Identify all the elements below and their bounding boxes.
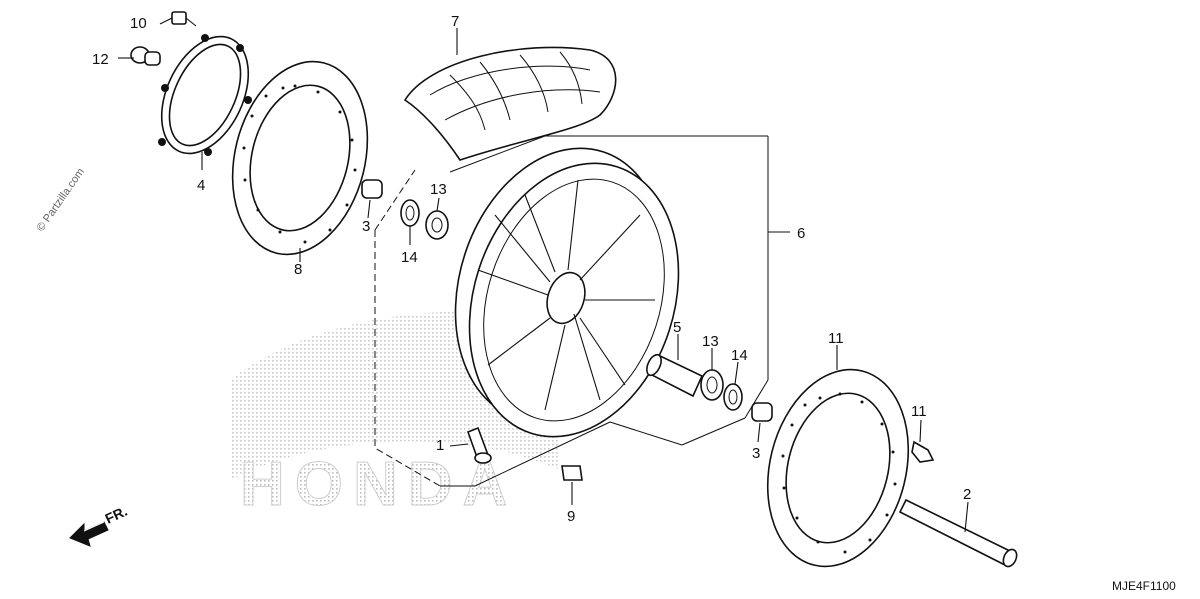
front-axle	[898, 498, 1018, 568]
valve-stem	[466, 426, 492, 464]
collar-3-right	[751, 402, 773, 422]
honda-watermark-text: HONDA	[240, 450, 517, 519]
balance-weight	[561, 465, 583, 481]
brake-disc-right	[766, 368, 910, 568]
distance-collar	[646, 353, 704, 398]
callout-14-right: 14	[731, 347, 748, 364]
callout-11-right: 11	[911, 403, 927, 420]
callout-14-left: 14	[401, 249, 418, 266]
collar-3-left	[361, 179, 383, 199]
assembly-outline	[374, 135, 790, 487]
callout-4: 4	[197, 177, 205, 194]
callout-8: 9	[567, 508, 575, 525]
hub-plate	[158, 34, 252, 156]
bolt-11-top	[171, 11, 197, 27]
callout-13-right: 13	[702, 333, 719, 350]
callout-3-left: 3	[362, 218, 370, 235]
front-label: FR.	[103, 503, 130, 527]
callout-7: 7	[451, 13, 459, 30]
bolt-12	[130, 46, 161, 66]
callout-labels: 10 12 4 8 3 14 13 7 6 5 13 14 3 1 9 11 1…	[92, 13, 971, 525]
callout-11-top: 10	[130, 15, 147, 32]
oil-seal-14-right	[723, 383, 743, 411]
callout-5: 5	[673, 319, 681, 336]
oil-seal-14-left	[400, 199, 420, 227]
tire	[403, 46, 617, 161]
diagram-code: MJE4F1100	[1112, 579, 1176, 593]
bearing-13-right	[700, 369, 724, 401]
partzilla-watermark: © Partzilla.com	[35, 166, 87, 234]
callout-3-right: 3	[752, 445, 760, 462]
callout-9: 8	[294, 261, 302, 278]
callout-10: 11	[828, 330, 844, 347]
callout-1: 1	[436, 437, 444, 454]
bearing-13-left	[425, 210, 449, 240]
front-direction-arrow: FR.	[69, 503, 130, 547]
callout-2: 2	[963, 486, 971, 503]
leader-lines	[118, 17, 969, 533]
bolt-11-right	[911, 440, 935, 463]
callout-12: 12	[92, 51, 109, 68]
wheel	[454, 147, 680, 438]
callout-6: 6	[797, 225, 805, 242]
callout-13-left: 13	[430, 181, 447, 198]
brake-disc-left	[231, 60, 369, 256]
